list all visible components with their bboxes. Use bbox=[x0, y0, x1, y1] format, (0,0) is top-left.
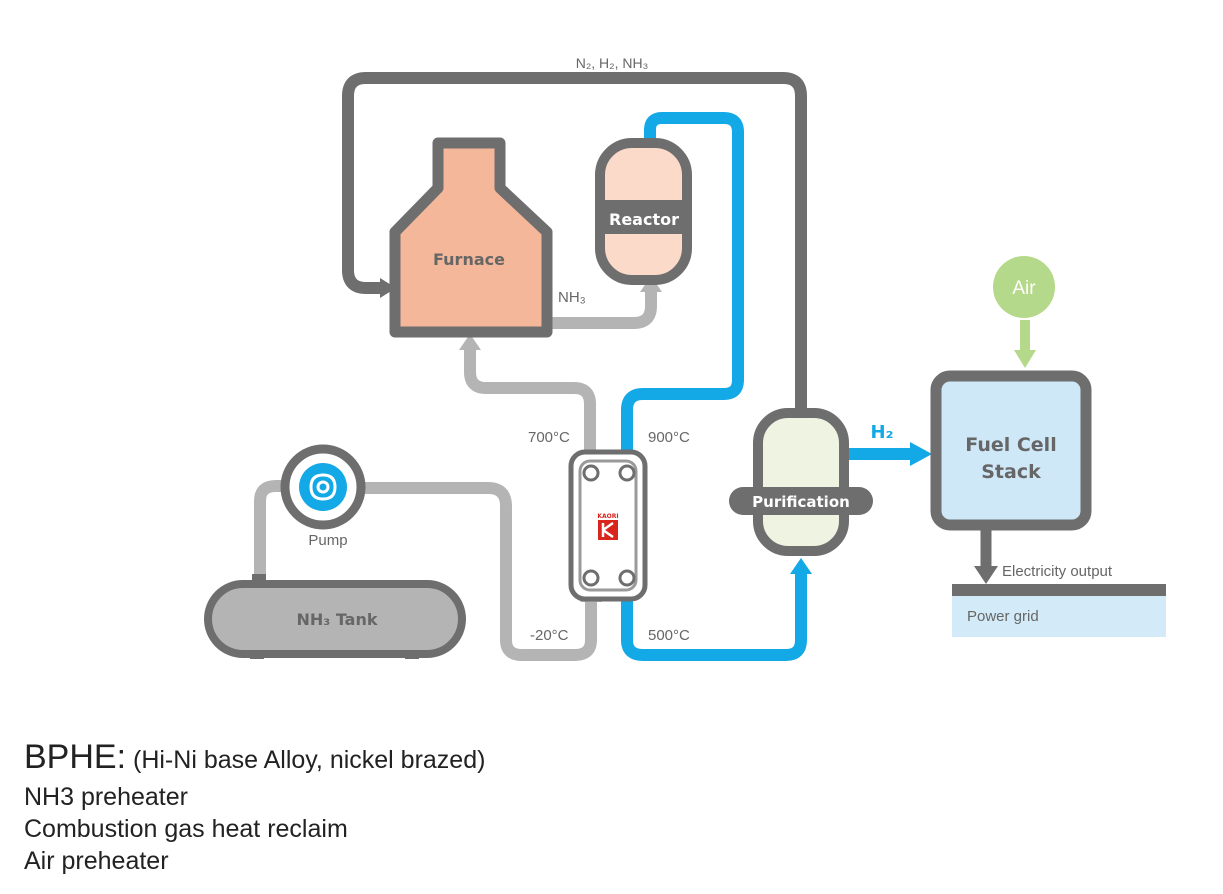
reactor-to-bphe-pipe bbox=[621, 112, 744, 462]
purification-label: Purification bbox=[752, 493, 850, 511]
nh3-flow-label: NH₃ bbox=[558, 289, 586, 306]
furnace-label: Furnace bbox=[433, 250, 505, 269]
bphe-port-top-left bbox=[582, 464, 600, 482]
temp-700-label: 700°C bbox=[528, 429, 570, 446]
electricity-output-label: Electricity output bbox=[1002, 563, 1113, 580]
temp-minus20-label: -20°C bbox=[530, 627, 569, 644]
reactor-label: Reactor bbox=[609, 210, 679, 229]
caption-title-line: BPHE: (Hi-Ni base Alloy, nickel brazed) bbox=[24, 736, 485, 781]
bphe-brand-label: KAORI bbox=[597, 513, 618, 520]
pump-impeller-icon bbox=[309, 473, 337, 501]
temp-500-label: 500°C bbox=[648, 627, 690, 644]
air-label: Air bbox=[1012, 278, 1036, 299]
nh3-tank-label: NH₃ Tank bbox=[296, 610, 377, 629]
fuel-cell-label-line2: Stack bbox=[981, 461, 1041, 483]
purification-band bbox=[729, 487, 873, 515]
bphe-to-furnace-pipe bbox=[464, 350, 596, 465]
recycle-pipe-label: N₂, H₂, NH₃ bbox=[576, 55, 649, 71]
electricity-arrowhead bbox=[974, 566, 998, 584]
air-circle bbox=[993, 256, 1055, 318]
bphe-port-top-right bbox=[618, 464, 636, 482]
caption-line-nh3-preheater: NH3 preheater bbox=[24, 783, 188, 811]
recycle-pipe bbox=[342, 72, 807, 410]
caption-line-heat-reclaim: Combustion gas heat reclaim bbox=[24, 815, 348, 843]
furnace bbox=[389, 137, 553, 338]
nh3-tank bbox=[204, 574, 466, 659]
power-grid-bar bbox=[952, 584, 1166, 596]
bphe-caption: BPHE: (Hi-Ni base Alloy, nickel brazed) … bbox=[24, 736, 485, 877]
bphe-heat-exchanger: KAORI bbox=[568, 449, 648, 602]
caption-title: BPHE bbox=[24, 738, 117, 776]
power-grid-label: Power grid bbox=[967, 608, 1039, 625]
h2-arrowhead bbox=[910, 442, 932, 466]
pump-to-bphe-pipe bbox=[350, 482, 597, 661]
caption-title-sep: : bbox=[116, 738, 127, 776]
purification-vessel bbox=[753, 408, 849, 556]
process-diagram: N₂, H₂, NH₃ NH₃ H₂ Air Furnace Reactor 7… bbox=[204, 55, 1166, 661]
power-grid-box bbox=[952, 596, 1166, 637]
bphe-port-bottom-right bbox=[618, 569, 636, 587]
nh3-to-reactor-pipe bbox=[548, 292, 657, 329]
recycle-arrowhead bbox=[380, 278, 396, 298]
pump bbox=[280, 444, 366, 530]
caption-subtitle: (Hi-Ni base Alloy, nickel brazed) bbox=[133, 746, 486, 774]
kaori-logo-icon bbox=[598, 520, 618, 540]
air-arrowhead bbox=[1014, 350, 1036, 368]
caption-line-air-preheater: Air preheater bbox=[24, 847, 169, 875]
fuel-cell-label-line1: Fuel Cell bbox=[965, 434, 1056, 456]
temp-900-label: 900°C bbox=[648, 429, 690, 446]
bphe-to-purification-arrowhead bbox=[790, 558, 812, 574]
bphe-to-purification-pipe bbox=[621, 574, 807, 661]
reactor-band bbox=[600, 200, 687, 234]
fuel-cell-stack bbox=[930, 370, 1092, 531]
tank-to-pump-pipe bbox=[254, 480, 305, 578]
pump-label: Pump bbox=[308, 532, 347, 549]
h2-label: H₂ bbox=[871, 422, 894, 443]
bphe-to-furnace-arrowhead bbox=[459, 334, 481, 350]
bphe-port-bottom-left bbox=[582, 569, 600, 587]
